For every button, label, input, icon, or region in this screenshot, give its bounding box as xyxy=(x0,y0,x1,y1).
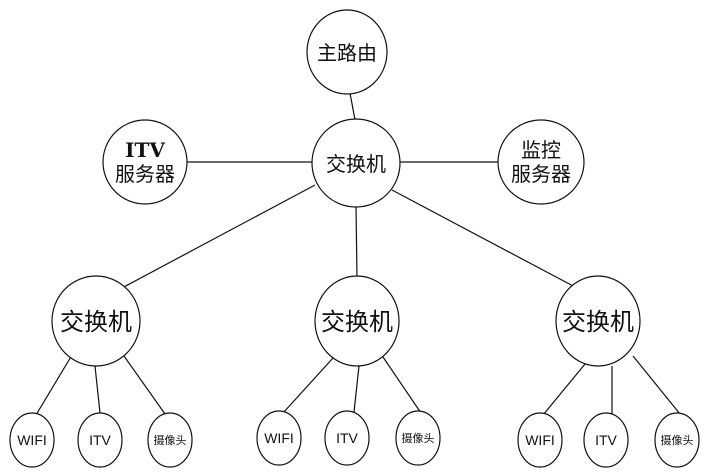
switch-node-2 xyxy=(314,275,400,367)
core-switch-label: 交换机 xyxy=(326,152,386,176)
edge xyxy=(542,357,591,416)
edge xyxy=(94,365,101,414)
leaf-label-camera: 摄像头 xyxy=(402,431,435,445)
leaf-label-camera: 摄像头 xyxy=(154,433,187,447)
leaf-node xyxy=(654,412,700,468)
leaf-node xyxy=(324,410,370,466)
leaf-label-wifi: WIFI xyxy=(264,430,294,446)
edge-router-core xyxy=(349,92,356,121)
core-switch-node xyxy=(311,118,401,208)
router-label: 主路由 xyxy=(317,41,377,65)
leaf-label-wifi: WIFI xyxy=(525,432,555,448)
leaf-node xyxy=(517,412,563,468)
monitor-server-node xyxy=(497,119,585,205)
leaf-node xyxy=(9,412,55,468)
leaf-node xyxy=(395,410,441,466)
edge-core-switch3 xyxy=(391,189,576,288)
edge xyxy=(382,356,422,414)
leaf-node xyxy=(77,412,123,468)
edge-core-switch2 xyxy=(355,205,358,279)
connections xyxy=(35,92,681,416)
leaf-label-camera: 摄像头 xyxy=(661,433,694,447)
edge xyxy=(353,365,360,413)
monitor-server-label-1: 监控 xyxy=(521,138,561,162)
leaf-label-itv: ITV xyxy=(89,432,111,448)
leaf-label-itv: ITV xyxy=(336,430,358,446)
itv-server-node xyxy=(102,119,188,205)
edge xyxy=(35,354,73,416)
switch-node-1 xyxy=(51,275,141,367)
itv-server-label-2: 服务器 xyxy=(115,162,175,186)
leaf-node xyxy=(583,412,629,468)
edge xyxy=(123,355,166,415)
edge xyxy=(632,355,681,415)
switch-node-3 xyxy=(555,275,641,367)
switch-label-1: 交换机 xyxy=(60,308,132,336)
leaf-node xyxy=(256,410,302,466)
leaf-label-itv: ITV xyxy=(595,432,617,448)
itv-server-label-1: ITV xyxy=(125,138,165,162)
monitor-server-label-2: 服务器 xyxy=(511,162,571,186)
edge xyxy=(282,357,334,414)
switch-label-3: 交换机 xyxy=(562,308,634,336)
switch-label-2: 交换机 xyxy=(321,308,393,336)
router-node xyxy=(306,9,388,95)
leaf-node xyxy=(147,412,193,468)
edge-core-switch1 xyxy=(119,184,316,290)
leaf-label-wifi: WIFI xyxy=(17,432,47,448)
